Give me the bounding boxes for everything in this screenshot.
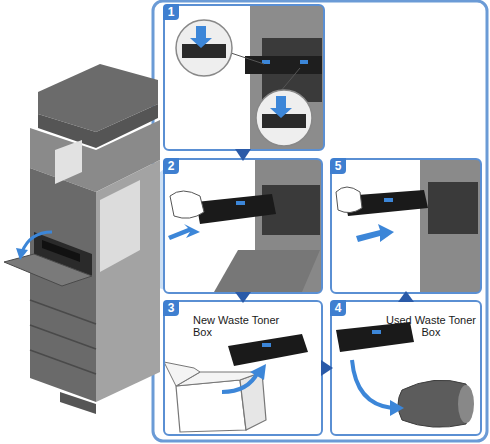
interior-opening [428, 182, 478, 234]
step-number: 4 [330, 300, 346, 316]
front-door [214, 250, 320, 292]
cardboard-box [176, 380, 246, 432]
waste-toner-box [336, 322, 414, 352]
machine-side [420, 160, 480, 292]
waste-toner-box [245, 56, 322, 74]
box-marking [384, 198, 393, 202]
step-panel: 4Used Waste Toner Box [330, 300, 482, 436]
zoom-circle [256, 90, 312, 146]
drawer-line [30, 350, 96, 374]
open-arrow [22, 232, 52, 252]
zoom-circle [176, 20, 232, 76]
box-flap [164, 362, 200, 386]
step-panel: 3New Waste Toner Box [163, 300, 323, 436]
lever [182, 44, 226, 58]
box-marking [262, 343, 271, 347]
step-panel: 1 [163, 4, 325, 151]
hand [336, 187, 362, 213]
pull-arrow [168, 224, 200, 240]
bag-arrow-head [390, 400, 404, 416]
push-arrow [270, 96, 292, 118]
step-number: 5 [330, 158, 346, 174]
drawer-line [30, 300, 96, 324]
zoom-line [228, 52, 264, 64]
insert-arrow [356, 224, 394, 242]
part-label: New Waste Toner Box [193, 314, 283, 338]
bag-arrow [352, 360, 392, 408]
machine-side [250, 6, 323, 149]
box-marking [300, 60, 308, 64]
front-cover [100, 180, 140, 272]
box-marking [372, 330, 381, 334]
machine-side [96, 160, 160, 402]
lever [262, 114, 306, 128]
push-arrow [190, 26, 212, 48]
waste-toner-box [228, 334, 308, 366]
bag-opening [458, 385, 474, 423]
waste-toner-box [196, 194, 276, 224]
part-label: Used Waste Toner Box [384, 314, 478, 338]
box-marking [236, 201, 245, 205]
step-panel: 2 [163, 158, 323, 294]
step-panel: 5 [330, 158, 482, 294]
step-number: 3 [163, 300, 179, 316]
unpack-arrow-head [250, 364, 266, 380]
control-panel [55, 140, 82, 184]
zoom-line [280, 68, 300, 92]
unpack-arrow [222, 372, 258, 392]
machine-foot [60, 392, 96, 414]
open-arrow-head [16, 248, 28, 260]
step-number: 1 [163, 4, 179, 20]
drawer-line [30, 325, 96, 349]
outer-frame [153, 1, 487, 441]
front-door [4, 254, 92, 286]
hand [170, 191, 204, 218]
step-number: 2 [163, 158, 179, 174]
